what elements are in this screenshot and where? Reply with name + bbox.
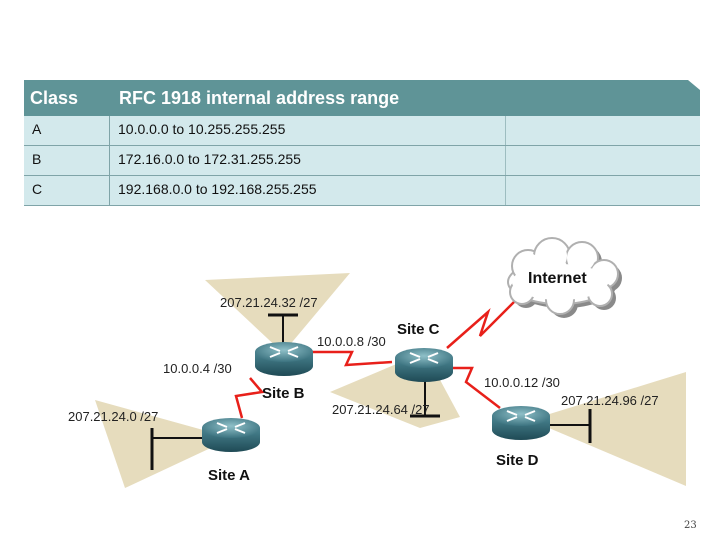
serial-link-c-d bbox=[453, 366, 501, 409]
site-label-d: Site D bbox=[496, 452, 539, 469]
ethernet-b bbox=[268, 313, 298, 346]
lan-area-d bbox=[530, 372, 686, 486]
lan-area-a bbox=[95, 400, 232, 488]
link-label-c-d: 10.0.0.12 /30 bbox=[484, 375, 560, 390]
class-cell: A bbox=[32, 121, 42, 137]
link-label-a-b: 10.0.0.4 /30 bbox=[163, 361, 232, 376]
range-cell: 172.16.0.0 to 172.31.255.255 bbox=[118, 151, 301, 167]
site-label-b: Site B bbox=[262, 385, 305, 402]
header-class: Class bbox=[30, 88, 79, 108]
site-label-c: Site C bbox=[397, 321, 440, 338]
range-cell: 192.168.0.0 to 192.168.255.255 bbox=[118, 181, 317, 197]
table-row: A 10.0.0.0 to 10.255.255.255 bbox=[24, 116, 700, 146]
table-header-bg bbox=[24, 80, 700, 116]
link-label-b-c: 10.0.0.8 /30 bbox=[317, 334, 386, 349]
serial-link-c-internet bbox=[446, 295, 521, 349]
class-cell: C bbox=[32, 181, 43, 197]
range-cell: 10.0.0.0 to 10.255.255.255 bbox=[118, 121, 286, 137]
router-a bbox=[202, 418, 260, 452]
lan-label-c: 207.21.24.64 /27 bbox=[332, 402, 430, 417]
table-row: B 172.16.0.0 to 172.31.255.255 bbox=[24, 146, 700, 176]
ethernet-c bbox=[410, 380, 440, 418]
lan-label-b: 207.21.24.32 /27 bbox=[220, 295, 318, 310]
internet-label: Internet bbox=[528, 270, 587, 287]
router-c bbox=[395, 348, 453, 382]
class-cell: B bbox=[32, 151, 42, 167]
serial-link-a-b bbox=[234, 377, 265, 419]
internet-cloud bbox=[507, 237, 622, 318]
lan-area-b bbox=[205, 273, 350, 353]
router-d bbox=[492, 406, 550, 440]
header-range: RFC 1918 internal address range bbox=[119, 88, 400, 108]
table-row: C 192.168.0.0 to 192.168.255.255 bbox=[24, 176, 700, 206]
serial-link-b-c bbox=[310, 350, 393, 367]
ethernet-a bbox=[150, 428, 210, 470]
site-label-a: Site A bbox=[208, 467, 250, 484]
router-b bbox=[255, 342, 313, 376]
lan-label-a: 207.21.24.0 /27 bbox=[68, 409, 159, 424]
page-number: 23 bbox=[684, 520, 697, 531]
table-header: Class RFC 1918 internal address range bbox=[24, 80, 700, 116]
lan-label-d: 207.21.24.96 /27 bbox=[561, 393, 659, 408]
